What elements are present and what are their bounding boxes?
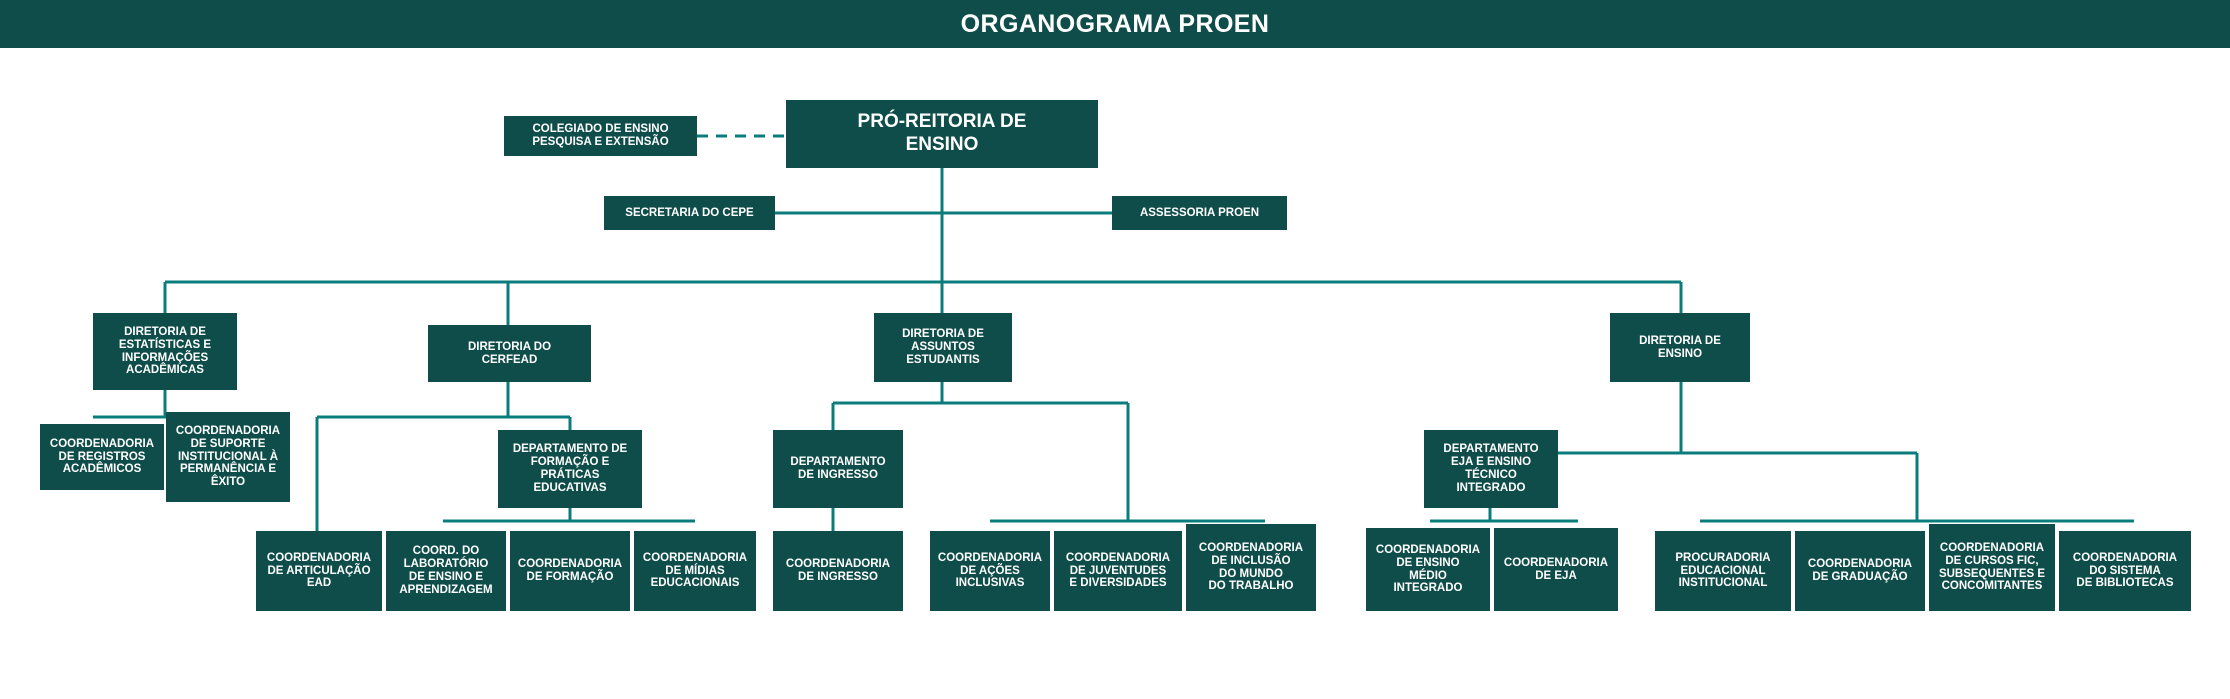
node-departamento-de-formacao-e-praticas-educativas[interactable]: DEPARTAMENTO DE FORMAÇÃO E PRÁTICAS EDUC… [498,430,642,508]
node-coordenadoria-de-inclusao-do-mundo-do-trabalho[interactable]: COORDENADORIA DE INCLUSÃO DO MUNDO DO TR… [1186,524,1316,611]
node-coordenadoria-de-suporte-institucional-a-permanencia-e-exito[interactable]: COORDENADORIA DE SUPORTE INSTITUCIONAL À… [166,412,290,502]
node-coordenadoria-de-graduacao[interactable]: COORDENADORIA DE GRADUAÇÃO [1795,531,1925,611]
node-assessoria-proen[interactable]: ASSESSORIA PROEN [1112,196,1287,230]
node-coordenadoria-de-articulacao-ead[interactable]: COORDENADORIA DE ARTICULAÇÃO EAD [256,531,382,611]
node-procuradoria-educacional-institucional[interactable]: PROCURADORIA EDUCACIONAL INSTITUCIONAL [1655,531,1791,611]
node-coordenadoria-do-sistema-de-bibliotecas[interactable]: COORDENADORIA DO SISTEMA DE BIBLIOTECAS [2059,531,2191,611]
node-coord-do-laboratorio-de-ensino-e-aprendizagem[interactable]: COORD. DO LABORATÓRIO DE ENSINO E APREND… [386,531,506,611]
node-coordenadoria-de-ingresso[interactable]: COORDENADORIA DE INGRESSO [773,531,903,611]
node-pro-reitoria-de-ensino[interactable]: PRÓ-REITORIA DE ENSINO [786,100,1098,168]
node-diretoria-de-estatisticas-e-informacoes-academicas[interactable]: DIRETORIA DE ESTATÍSTICAS E INFORMAÇÕES … [93,313,237,390]
node-coordenadoria-de-registros-academicos[interactable]: COORDENADORIA DE REGISTROS ACADÊMICOS [40,424,164,490]
node-coordenadoria-de-ensino-medio-integrado[interactable]: COORDENADORIA DE ENSINO MÉDIO INTEGRADO [1366,528,1490,611]
node-coordenadoria-de-eja[interactable]: COORDENADORIA DE EJA [1494,528,1618,611]
node-coordenadoria-de-formacao[interactable]: COORDENADORIA DE FORMAÇÃO [510,531,630,611]
node-diretoria-de-ensino[interactable]: DIRETORIA DE ENSINO [1610,313,1750,382]
node-diretoria-de-assuntos-estudantis[interactable]: DIRETORIA DE ASSUNTOS ESTUDANTIS [874,313,1012,382]
page-title-bar: ORGANOGRAMA PROEN [0,0,2230,48]
page-title: ORGANOGRAMA PROEN [960,9,1270,38]
node-secretaria-do-cepe[interactable]: SECRETARIA DO CEPE [604,196,775,230]
node-coordenadoria-de-acoes-inclusivas[interactable]: COORDENADORIA DE AÇÕES INCLUSIVAS [930,531,1050,611]
node-colegiado-de-ensino-pesquisa-e-extensao[interactable]: COLEGIADO DE ENSINO PESQUISA E EXTENSÃO [504,116,697,156]
node-coordenadoria-de-juventudes-e-diversidades[interactable]: COORDENADORIA DE JUVENTUDES E DIVERSIDAD… [1054,531,1182,611]
node-diretoria-do-cerfead[interactable]: DIRETORIA DO CERFEAD [428,325,591,382]
node-coordenadoria-de-cursos-fic-subsequentes-e-concomitantes[interactable]: COORDENADORIA DE CURSOS FIC, SUBSEQUENTE… [1929,524,2055,611]
node-departamento-eja-e-ensino-tecnico-integrado[interactable]: DEPARTAMENTO EJA E ENSINO TÉCNICO INTEGR… [1424,430,1558,508]
node-departamento-de-ingresso[interactable]: DEPARTAMENTO DE INGRESSO [773,430,903,508]
node-coordenadoria-de-midias-educacionais[interactable]: COORDENADORIA DE MÍDIAS EDUCACIONAIS [634,531,756,611]
